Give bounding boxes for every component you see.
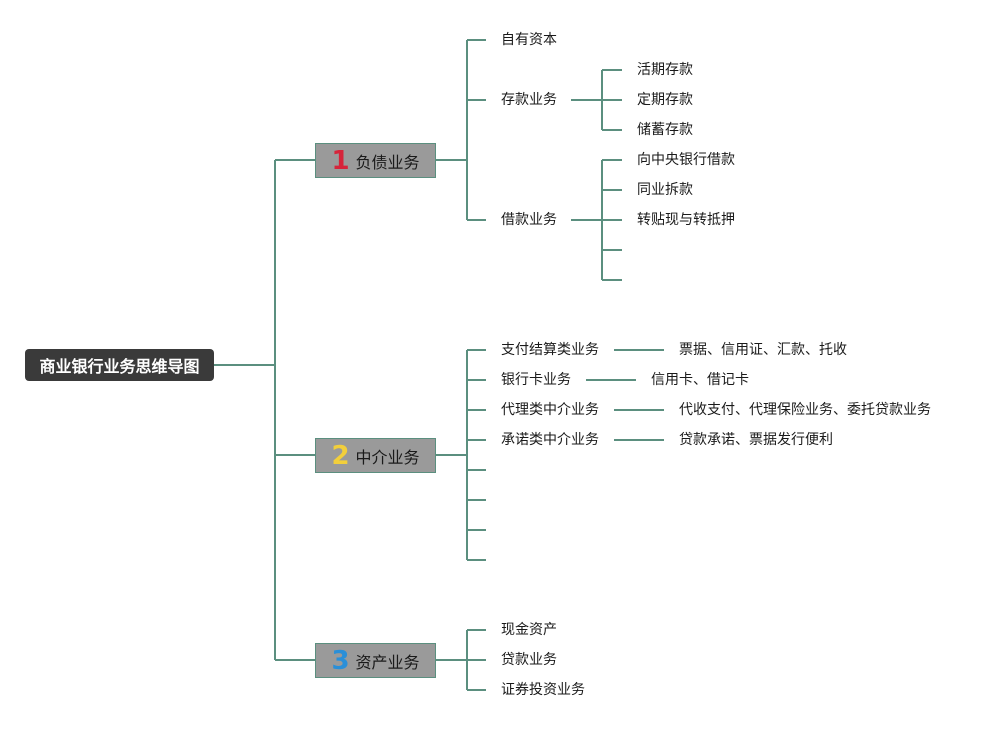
connector-branch-1: [436, 39, 486, 221]
branch-label: 负债业务: [355, 152, 420, 172]
node-borrowing-business[interactable]: 借款业务: [501, 212, 557, 228]
connector-details: [586, 349, 664, 441]
root-label: 商业银行业务思维导图: [39, 357, 200, 376]
connector-root: [214, 159, 315, 661]
node-central-bank-borrowing[interactable]: 向中央银行借款: [637, 152, 735, 168]
node-deposit-business[interactable]: 存款业务: [501, 92, 557, 108]
node-savings-deposit[interactable]: 储蓄存款: [637, 122, 693, 138]
root-node[interactable]: 商业银行业务思维导图: [25, 349, 214, 381]
node-payment-settlement-detail[interactable]: 票据、信用证、汇款、托收: [679, 342, 847, 358]
node-own-capital[interactable]: 自有资本: [501, 32, 557, 48]
branch-number-3: 3: [331, 645, 350, 676]
branch-label: 资产业务: [355, 652, 420, 672]
connector-branch-3: [436, 629, 486, 691]
node-demand-deposit[interactable]: 活期存款: [637, 62, 693, 78]
node-commitment-business[interactable]: 承诺类中介业务: [501, 432, 599, 448]
branch-intermediary[interactable]: 2 中介业务: [315, 438, 436, 473]
connector-borrow: [571, 159, 622, 281]
branch-number-2: 2: [331, 440, 350, 471]
branch-number-1: 1: [331, 145, 350, 176]
branch-assets[interactable]: 3 资产业务: [315, 643, 436, 678]
connector-deposit: [571, 69, 622, 131]
branch-label: 中介业务: [355, 447, 420, 467]
node-cash-assets[interactable]: 现金资产: [501, 622, 557, 638]
node-agency-business[interactable]: 代理类中介业务: [501, 402, 599, 418]
node-loan-business[interactable]: 贷款业务: [501, 652, 557, 668]
node-bank-card[interactable]: 银行卡业务: [501, 372, 571, 388]
connector-branch-2: [436, 349, 486, 561]
node-rediscount[interactable]: 转贴现与转抵押: [637, 212, 735, 228]
node-payment-settlement[interactable]: 支付结算类业务: [501, 342, 599, 358]
node-time-deposit[interactable]: 定期存款: [637, 92, 693, 108]
branch-liabilities[interactable]: 1 负债业务: [315, 143, 436, 178]
node-agency-business-detail[interactable]: 代收支付、代理保险业务、委托贷款业务: [679, 402, 931, 418]
node-bank-card-detail[interactable]: 信用卡、借记卡: [651, 372, 749, 388]
node-commitment-business-detail[interactable]: 贷款承诺、票据发行便利: [679, 432, 833, 448]
node-securities-investment[interactable]: 证券投资业务: [501, 682, 585, 698]
node-interbank-lending[interactable]: 同业拆款: [637, 182, 693, 198]
